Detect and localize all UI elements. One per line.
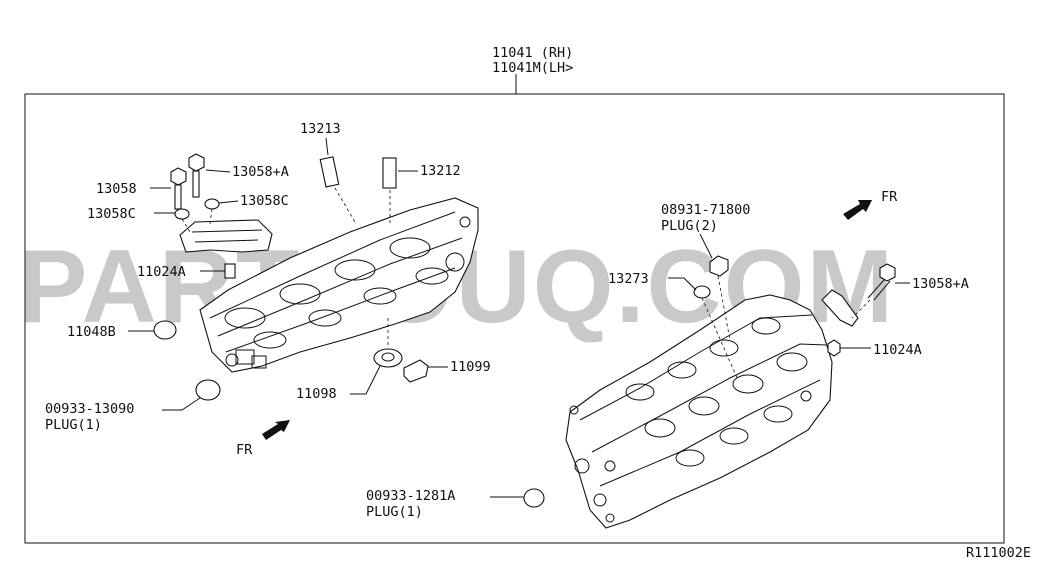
label-13058a-right[interactable]: 13058+A (912, 276, 969, 292)
label-13058[interactable]: 13058 (96, 181, 137, 197)
label-13058c-left[interactable]: 13058C (87, 206, 136, 222)
label-fr-right: FR (881, 189, 898, 205)
label-head-lh[interactable]: 11041M(LH> (492, 60, 573, 76)
label-13213[interactable]: 13213 (300, 121, 341, 137)
label-11099[interactable]: 11099 (450, 359, 491, 375)
right-small-parts (523, 255, 896, 508)
label-plug1-left[interactable]: PLUG(1) (45, 417, 102, 433)
label-00933-1281a[interactable]: 00933-1281A (366, 488, 455, 504)
label-13273[interactable]: 13273 (608, 271, 649, 287)
left-small-parts (153, 153, 429, 401)
right-cylinder-head (565, 289, 859, 529)
label-head-rh[interactable]: 11041 (RH) (492, 45, 573, 61)
drawing-code: R111002E (966, 545, 1031, 561)
label-00933-13090[interactable]: 00933-13090 (45, 401, 134, 417)
direction-arrow-left (262, 420, 290, 440)
label-13058a-left[interactable]: 13058+A (232, 164, 289, 180)
label-11098[interactable]: 11098 (296, 386, 337, 402)
label-plug2[interactable]: PLUG(2) (661, 218, 718, 234)
label-13058c-right[interactable]: 13058C (240, 193, 289, 209)
left-cylinder-head (179, 197, 479, 373)
label-08931-71800[interactable]: 08931-71800 (661, 202, 750, 218)
label-plug1-right[interactable]: PLUG(1) (366, 504, 423, 520)
label-11048b[interactable]: 11048B (67, 324, 116, 340)
direction-arrow-right (843, 200, 872, 220)
diagram-frame (24, 93, 1005, 544)
label-11024a-left[interactable]: 11024A (137, 264, 186, 280)
label-13212[interactable]: 13212 (420, 163, 461, 179)
label-11024a-right[interactable]: 11024A (873, 342, 922, 358)
label-fr-left: FR (236, 442, 253, 458)
